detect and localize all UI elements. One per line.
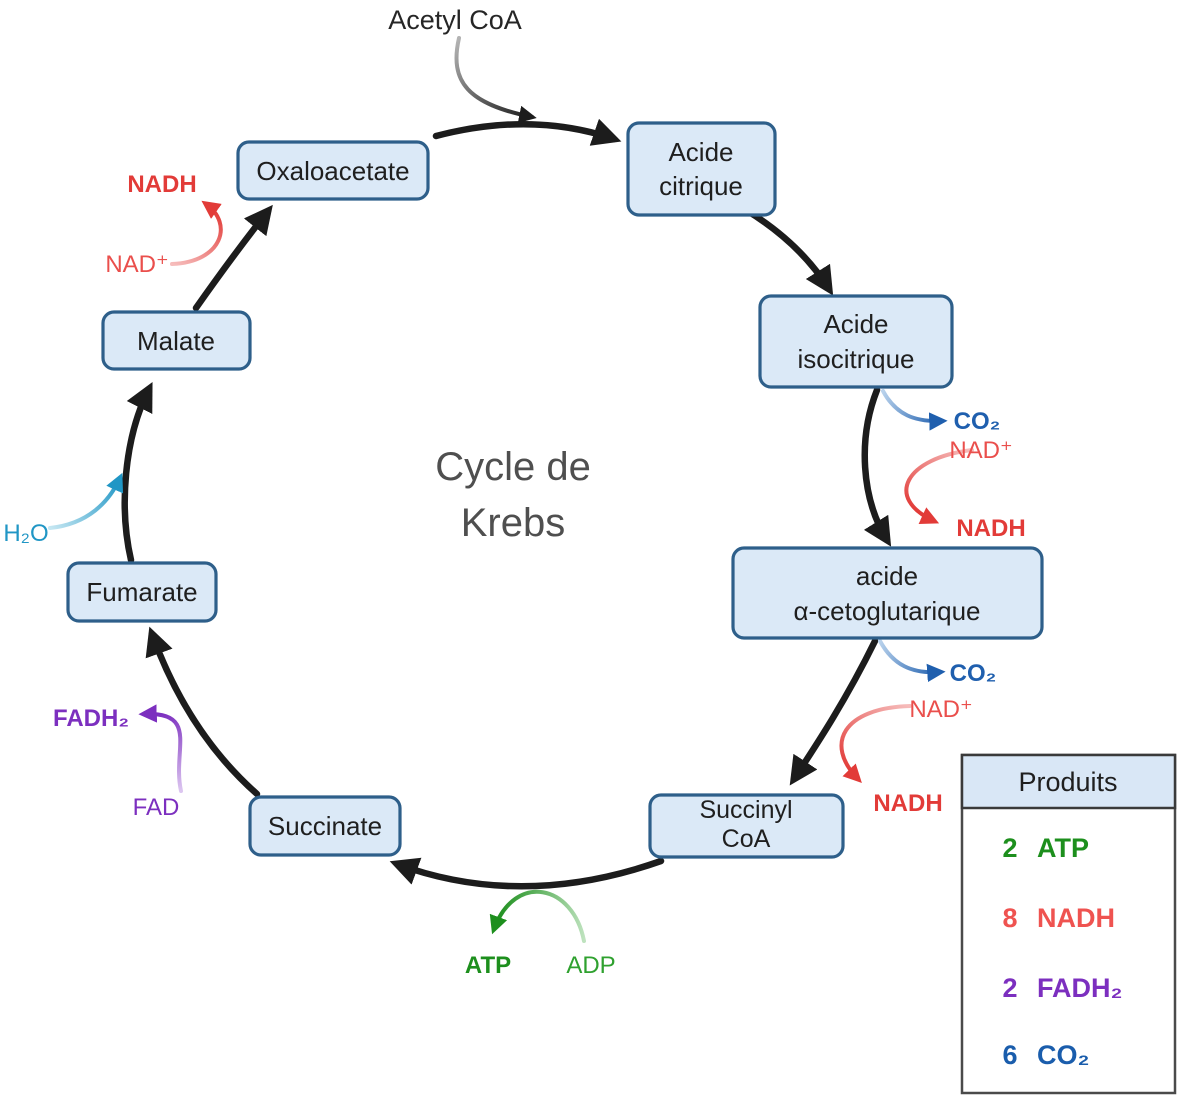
box-acide-isocitrique: Acide isocitrique	[758, 294, 954, 389]
arrow-fad-to-fadh2	[138, 704, 183, 793]
acetyl-coa-label: Acetyl CoA	[388, 5, 522, 35]
box-oxaloacetate-rect	[236, 140, 430, 201]
arrow-adp-to-atp	[489, 889, 586, 943]
box-acide-citrique: Acide citrique	[626, 121, 777, 217]
products-table: Produits 2 ATP 8 NADH 2 FADH₂ 6 CO₂	[960, 753, 1177, 1095]
atp-label: ATP	[465, 952, 511, 979]
products-row-nadh-label: NADH	[1037, 903, 1115, 933]
products-row-fadh2-label: FADH₂	[1037, 973, 1123, 1003]
products-row-co2: 6 CO₂	[1002, 1040, 1089, 1070]
products-row-fadh2: 2 FADH₂	[1002, 973, 1122, 1003]
nad-plus-label-ketoglutarate: NAD⁺	[909, 696, 972, 723]
box-fumarate-label: Fumarate	[86, 577, 197, 607]
arrow-ketoglutarate-to-succinyl	[789, 637, 879, 786]
nad-plus-label-malate: NAD⁺	[105, 251, 168, 278]
box-acide-cetoglutarique-rect	[731, 546, 1044, 640]
arrow-acetyl-coa-entry	[454, 36, 537, 124]
box-oxaloacetate: Oxaloacetate	[236, 140, 430, 201]
products-row-co2-label: CO₂	[1037, 1040, 1090, 1070]
arrow-nad-to-nadh-malate	[170, 200, 223, 266]
products-row-nadh: 8 NADH	[1002, 903, 1115, 933]
box-acide-cetoglutarique-line2: α-cetoglutarique	[793, 596, 980, 626]
box-acide-isocitrique-line1: Acide	[823, 309, 888, 339]
co2-label-isocitrate: CO₂	[954, 408, 1001, 435]
arrow-nad-to-nadh-isocitrate	[904, 448, 974, 524]
nadh-label-isocitrate: NADH	[956, 515, 1025, 542]
box-succinate-rect	[248, 795, 402, 857]
box-succinyl-coa: Succinyl CoA	[648, 793, 845, 859]
arrow-isocitrate-to-ketoglutarate	[861, 386, 892, 547]
arrow-co2-ketoglutarate	[878, 639, 946, 683]
fadh2-label: FADH₂	[53, 705, 129, 732]
products-table-header	[960, 753, 1177, 810]
nadh-label-ketoglutarate: NADH	[873, 790, 942, 817]
box-malate-rect	[101, 310, 252, 371]
arrow-citrate-to-isocitrate	[742, 206, 834, 296]
products-row-atp-count: 2	[1002, 833, 1017, 863]
h2o-label: H₂O	[3, 520, 48, 547]
co2-label-ketoglutarate: CO₂	[950, 660, 997, 687]
arrow-oxaloacetate-to-citrate	[432, 118, 622, 146]
products-row-fadh2-count: 2	[1002, 973, 1017, 1003]
box-succinate: Succinate	[248, 795, 402, 857]
products-row-atp: 2 ATP	[1002, 833, 1089, 863]
nadh-label-malate: NADH	[127, 171, 196, 198]
box-succinate-label: Succinate	[268, 811, 382, 841]
box-fumarate-rect	[66, 561, 218, 623]
box-acide-citrique-rect	[626, 121, 777, 217]
box-oxaloacetate-label: Oxaloacetate	[256, 156, 409, 186]
box-succinyl-coa-line1: Succinyl	[699, 796, 792, 824]
products-table-title: Produits	[1018, 767, 1117, 797]
arrow-succinyl-to-succinate	[389, 857, 665, 890]
box-acide-cetoglutarique-line1: acide	[856, 561, 918, 591]
box-acide-cetoglutarique: acide α-cetoglutarique	[731, 546, 1044, 640]
products-row-nadh-count: 8	[1002, 903, 1017, 933]
box-acide-isocitrique-line2: isocitrique	[797, 344, 914, 374]
box-acide-citrique-line2: citrique	[659, 171, 743, 201]
box-acide-isocitrique-rect	[758, 294, 954, 389]
arrow-malate-to-oxaloacetate	[192, 204, 273, 312]
arrow-nad-to-nadh-ketoglutarate	[839, 704, 912, 784]
arrow-co2-isocitrate	[881, 389, 948, 431]
box-fumarate: Fumarate	[66, 561, 218, 623]
products-row-atp-label: ATP	[1037, 833, 1089, 863]
diagram-title-line1: Cycle de	[435, 445, 591, 489]
arrow-fumarate-to-malate	[121, 382, 153, 564]
arrow-h2o-entry	[48, 472, 124, 530]
box-malate: Malate	[101, 310, 252, 371]
box-succinyl-coa-rect	[648, 793, 845, 859]
products-row-co2-count: 6	[1002, 1040, 1017, 1070]
adp-label: ADP	[566, 952, 615, 979]
box-succinyl-coa-line2: CoA	[722, 825, 771, 853]
arrow-succinate-to-fumarate	[145, 626, 261, 798]
nad-plus-label-isocitrate: NAD⁺	[949, 437, 1012, 464]
fad-label: FAD	[133, 794, 180, 821]
box-malate-label: Malate	[137, 326, 215, 356]
diagram-title-line2: Krebs	[461, 501, 566, 545]
box-acide-citrique-line1: Acide	[668, 137, 733, 167]
